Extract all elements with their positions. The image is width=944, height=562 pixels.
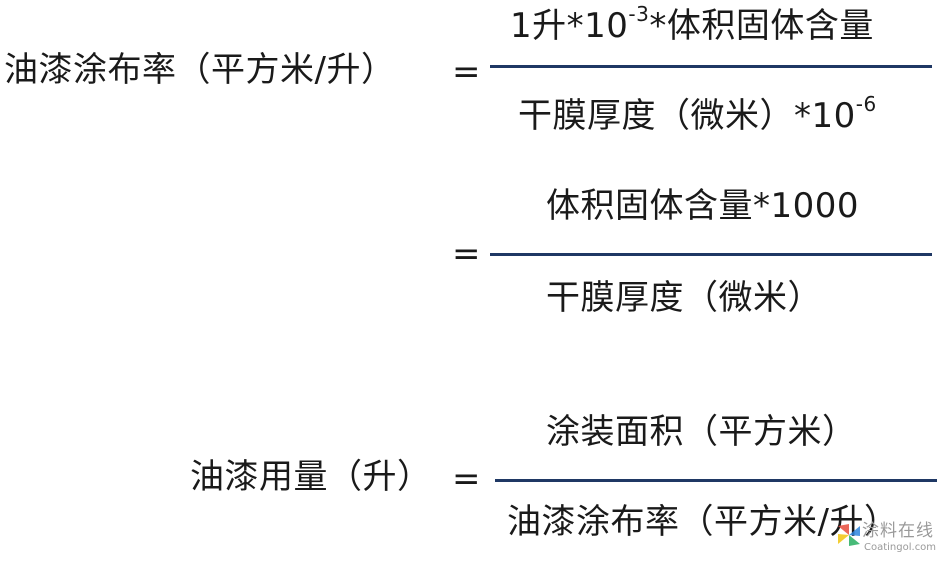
- formula2-denominator: 干膜厚度（微米）: [546, 278, 822, 318]
- formula1-numerator-part2: *体积固体含量: [649, 6, 874, 46]
- formula3-lhs: 油漆用量（升）: [190, 457, 432, 497]
- formula1-denominator-exponent: -6: [855, 92, 877, 116]
- watermark-cn-text: 涂料在线: [862, 521, 934, 541]
- formula2-equals: =: [452, 234, 481, 274]
- pinwheel-logo-icon: [838, 524, 860, 546]
- formula3-fraction-bar: [495, 479, 937, 482]
- formula2-numerator: 体积固体含量*1000: [546, 186, 860, 226]
- formula2-fraction-bar: [490, 253, 932, 256]
- formula1-numerator: 1升*10-3*体积固体含量: [510, 4, 874, 48]
- formula1-denominator: 干膜厚度（微米）*10-6: [518, 94, 877, 138]
- formula1-equals: =: [452, 52, 481, 92]
- formula1-numerator-part1: 1升*10: [510, 6, 629, 46]
- formula1-numerator-exponent: -3: [628, 2, 650, 26]
- watermark: 涂料在线 Coatingol.com: [836, 520, 936, 558]
- formula3-equals: =: [452, 459, 481, 499]
- formula1-denominator-part1: 干膜厚度（微米）*10: [518, 96, 856, 136]
- formula1-lhs: 油漆涂布率（平方米/升）: [4, 50, 396, 90]
- formula1-fraction-bar: [490, 65, 932, 68]
- formula3-denominator: 油漆涂布率（平方米/升）: [507, 502, 899, 542]
- watermark-en-text: Coatingol.com: [864, 542, 937, 553]
- formula3-numerator: 涂装面积（平方米）: [546, 412, 857, 452]
